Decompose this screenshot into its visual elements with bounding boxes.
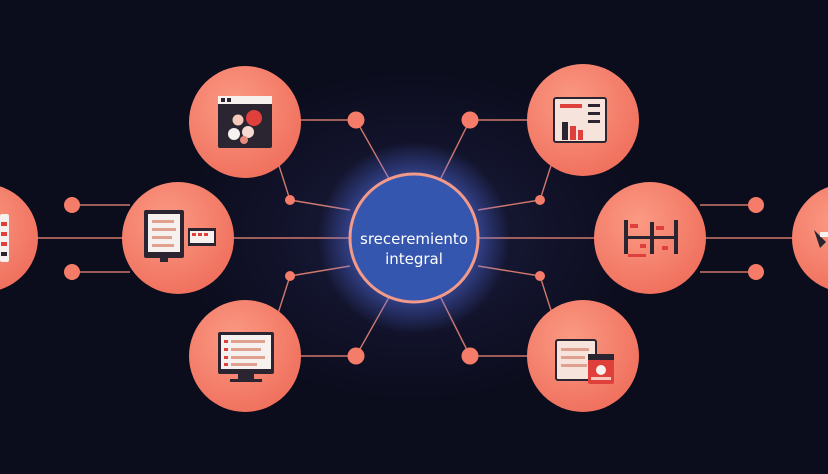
partial-node-icon bbox=[814, 230, 828, 248]
top-right-node[interactable] bbox=[527, 64, 639, 176]
central-hub[interactable]: sreceremiento integral bbox=[318, 142, 510, 334]
hub-label-line1: sreceremiento bbox=[360, 230, 468, 248]
connector-dot bbox=[347, 347, 365, 365]
document-chart-icon bbox=[553, 97, 607, 143]
monitor-document-icon bbox=[144, 210, 216, 262]
connector-dot bbox=[535, 195, 545, 205]
connector-dot bbox=[285, 195, 295, 205]
far-left-node-circle bbox=[0, 186, 38, 290]
connector-dot bbox=[64, 264, 80, 280]
hub-circle bbox=[348, 172, 480, 304]
bracket-chart-icon bbox=[624, 220, 678, 257]
right-node[interactable] bbox=[594, 182, 706, 294]
connector-dot bbox=[64, 197, 80, 213]
connector-dot bbox=[461, 111, 479, 129]
partial-node-icon bbox=[0, 214, 9, 262]
connector-dot bbox=[347, 111, 365, 129]
far-left-node[interactable] bbox=[0, 184, 38, 292]
connector-dots bbox=[64, 111, 764, 365]
connector-dot bbox=[535, 271, 545, 281]
far-right-node-circle bbox=[792, 187, 828, 289]
monitor-list-icon bbox=[218, 332, 274, 382]
document-calendar-icon bbox=[555, 339, 614, 384]
hub-label-line2: integral bbox=[385, 250, 443, 268]
bottom-right-node[interactable] bbox=[527, 300, 639, 412]
connector-dot bbox=[748, 264, 764, 280]
connector-dot bbox=[461, 347, 479, 365]
connector-dot bbox=[748, 197, 764, 213]
top-left-node[interactable] bbox=[189, 66, 301, 178]
bottom-left-node[interactable] bbox=[189, 300, 301, 412]
connector-dot bbox=[285, 271, 295, 281]
browser-window-icon bbox=[218, 96, 272, 148]
left-node[interactable] bbox=[122, 182, 234, 294]
far-right-node[interactable] bbox=[792, 184, 828, 292]
